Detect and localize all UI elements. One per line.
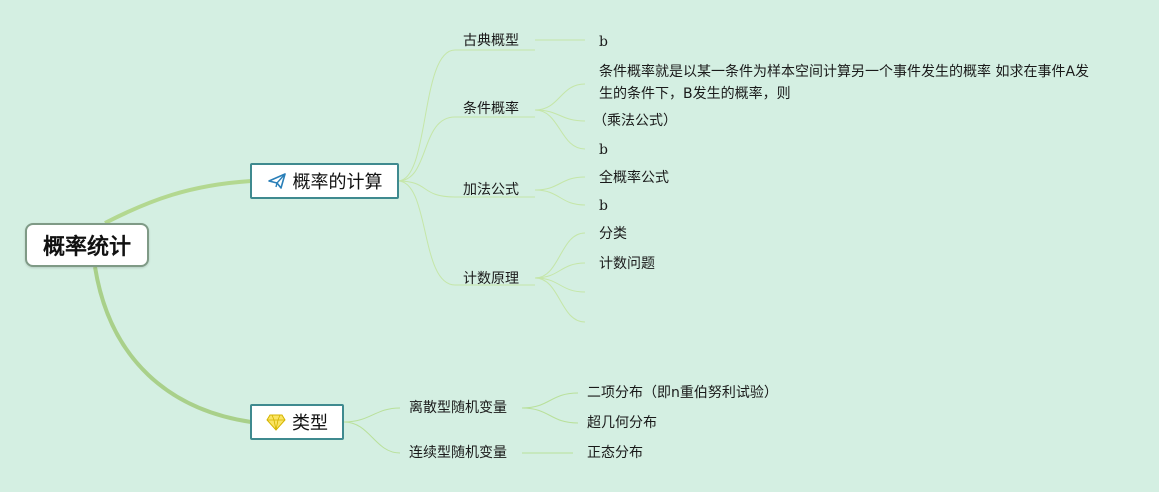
- leaf-addition-b[interactable]: b: [599, 198, 608, 214]
- discrete-leaf-2-link: [521, 407, 579, 424]
- root-label: 概率统计: [42, 235, 131, 260]
- root-to-branch-type-link: [93, 266, 252, 424]
- branch-types-label: 类型: [292, 413, 328, 434]
- subtopic-classical-probability[interactable]: 古典概型: [463, 33, 519, 49]
- conditional-leaf-3-link: [534, 109, 586, 150]
- leaf-hypergeometric-distribution[interactable]: 超几何分布: [587, 415, 657, 431]
- leaf-conditional-b[interactable]: b: [599, 142, 608, 158]
- calc-to-classical-link: [397, 49, 456, 182]
- counting-leaf-4-link: [534, 277, 586, 323]
- discrete-leaf-1-link: [521, 392, 579, 409]
- leaf-classification[interactable]: 分类: [599, 226, 627, 242]
- subtopic-conditional-probability[interactable]: 条件概率: [463, 101, 519, 117]
- branch-probability-calculation[interactable]: 概率的计算: [250, 163, 399, 199]
- type-to-discrete-link: [343, 407, 401, 423]
- subtopic-continuous-random-variable[interactable]: 连续型随机变量: [409, 445, 507, 461]
- subtopic-discrete-random-variable[interactable]: 离散型随机变量: [409, 400, 507, 416]
- branch-types[interactable]: 类型: [250, 404, 344, 440]
- root-node[interactable]: 概率统计: [25, 223, 149, 267]
- calc-to-counting-link: [397, 180, 456, 286]
- type-to-continuous-link: [343, 421, 401, 454]
- counting-leaf-1-link: [534, 232, 586, 279]
- leaf-normal-distribution[interactable]: 正态分布: [587, 445, 643, 461]
- root-to-branch-calc-link: [104, 179, 252, 225]
- subtopic-addition-formula[interactable]: 加法公式: [463, 182, 519, 198]
- branch-probability-calculation-label: 概率的计算: [292, 172, 383, 193]
- leaf-total-probability[interactable]: 全概率公式: [599, 170, 669, 186]
- paper-plane-icon: [267, 171, 287, 191]
- addition-leaf-1-link: [534, 176, 586, 191]
- leaf-binomial-distribution[interactable]: 二项分布（即n重伯努利试验）: [587, 385, 778, 401]
- calc-to-conditional-link: [397, 116, 456, 182]
- addition-leaf-2-link: [534, 189, 586, 206]
- diamond-icon: [266, 412, 286, 432]
- conditional-leaf-1-link: [534, 83, 586, 111]
- counting-leaf-3-link: [534, 277, 586, 293]
- leaf-classical-b[interactable]: b: [599, 34, 608, 50]
- subtopic-counting-principle[interactable]: 计数原理: [463, 271, 519, 287]
- leaf-multiplication-formula[interactable]: （乘法公式）: [593, 113, 677, 129]
- leaf-counting-problem[interactable]: 计数问题: [599, 256, 655, 272]
- leaf-conditional-definition[interactable]: 条件概率就是以某一条件为样本空间计算另一个事件发生的概率 如求在事件A发生的条件…: [599, 64, 1090, 102]
- calc-to-addition-link: [397, 180, 456, 198]
- counting-leaf-2-link: [534, 262, 586, 279]
